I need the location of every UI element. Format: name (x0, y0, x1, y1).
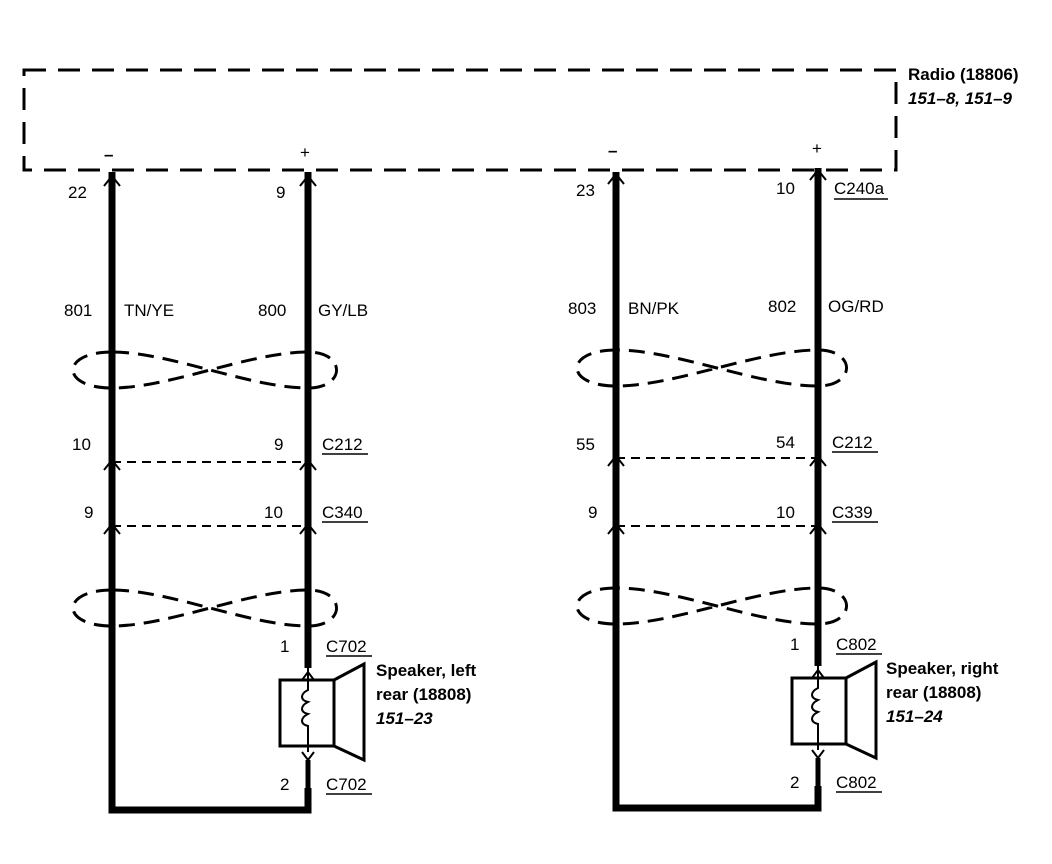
left-circuit: 22 9 801 TN/YE 800 GY/LB 10 9 C212 9 10 … (64, 172, 477, 814)
arrow-icon (809, 168, 827, 181)
sign-plus-left: + (300, 143, 310, 162)
spk-pin-2: 2 (790, 773, 799, 792)
spk-pin-2: 2 (280, 775, 289, 794)
arrow-icon (809, 522, 827, 535)
arrow-icon (299, 174, 317, 187)
radio-ref: 151–8, 151–9 (908, 89, 1013, 108)
arrow-icon (809, 454, 827, 467)
circuit-800: 800 (258, 301, 286, 320)
color-gy-lb: GY/LB (318, 301, 368, 320)
arrow-icon (103, 174, 121, 187)
c240a-label: C240a (834, 179, 885, 198)
wire-801 (108, 172, 312, 814)
speaker-right-title: Speaker, right (886, 659, 999, 678)
c340-pin-plus: 10 (264, 503, 283, 522)
arrow-icon (607, 172, 625, 185)
c212-pin-minus: 10 (72, 435, 91, 454)
speaker-left-ref: 151–23 (376, 709, 433, 728)
arrow-icon (103, 522, 121, 535)
twisted-pair-icon (71, 588, 338, 628)
pin-22: 22 (68, 183, 87, 202)
c212-label: C212 (832, 433, 873, 452)
c212-pin-plus: 9 (274, 435, 283, 454)
radio-title: Radio (18806) (908, 65, 1019, 84)
twisted-pair-icon (71, 350, 338, 390)
c339-label: C339 (832, 503, 873, 522)
sign-minus-left: – (104, 145, 113, 164)
c702-top: C702 (326, 637, 367, 656)
c340-label: C340 (322, 503, 363, 522)
speaker-left-icon (278, 661, 366, 788)
speaker-left-title: Speaker, left (376, 661, 477, 680)
c339-pin-plus: 10 (776, 503, 795, 522)
arrow-icon (299, 458, 317, 471)
twisted-pair-icon (575, 348, 848, 388)
color-bn-pk: BN/PK (628, 299, 680, 318)
sign-minus-right: – (608, 141, 617, 160)
circuit-803: 803 (568, 299, 596, 318)
arrow-icon (607, 522, 625, 535)
speaker-right-icon (790, 659, 878, 786)
speaker-left-part: rear (18808) (376, 685, 471, 704)
circuit-802: 802 (768, 297, 796, 316)
c702-bottom: C702 (326, 775, 367, 794)
pin-10: 10 (776, 179, 795, 198)
color-tn-ye: TN/YE (124, 301, 174, 320)
c212-pin-plus: 54 (776, 433, 795, 452)
sign-plus-right: + (812, 139, 822, 158)
spk-pin-1: 1 (280, 637, 289, 656)
speaker-right-ref: 151–24 (886, 707, 943, 726)
color-og-rd: OG/RD (828, 297, 884, 316)
radio-box (22, 68, 898, 172)
arrow-icon (299, 522, 317, 535)
c212-pin-minus: 55 (576, 435, 595, 454)
pin-9: 9 (276, 183, 285, 202)
c802-bottom: C802 (836, 773, 877, 792)
c212-label: C212 (322, 435, 363, 454)
spk-pin-1: 1 (790, 635, 799, 654)
speaker-right-part: rear (18808) (886, 683, 981, 702)
c802-top: C802 (836, 635, 877, 654)
circuit-801: 801 (64, 301, 92, 320)
right-circuit: 23 10 C240a 803 BN/PK 802 OG/RD 55 54 C2… (568, 168, 999, 812)
wire-803 (612, 172, 822, 812)
arrow-icon (607, 454, 625, 467)
arrow-icon (103, 458, 121, 471)
c339-pin-minus: 9 (588, 503, 597, 522)
twisted-pair-icon (575, 586, 848, 626)
c340-pin-minus: 9 (84, 503, 93, 522)
pin-23: 23 (576, 181, 595, 200)
